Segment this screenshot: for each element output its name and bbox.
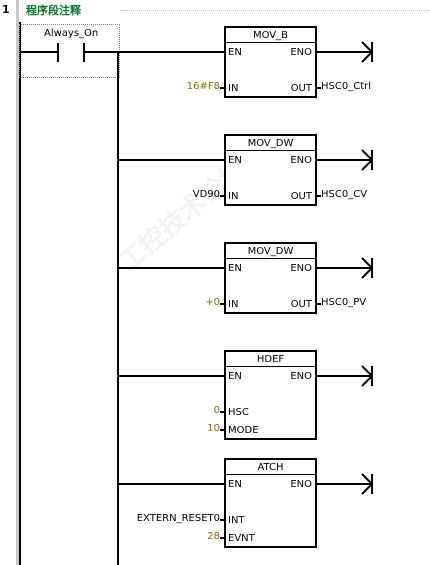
- box-title: MOV_DW: [247, 246, 294, 257]
- pin-en: EN: [228, 47, 242, 58]
- box-title-divider: [226, 258, 315, 259]
- input-value[interactable]: 0: [213, 405, 220, 416]
- pin-in2: MODE: [228, 425, 259, 436]
- input-stub: [220, 303, 224, 305]
- box-title-divider: [226, 150, 315, 151]
- pin-in: IN: [228, 83, 239, 94]
- box-title-divider: [226, 42, 315, 43]
- input-stub: [220, 195, 224, 197]
- pin-en: EN: [228, 155, 242, 166]
- output-value[interactable]: HSC0_Ctrl: [321, 81, 372, 92]
- output-value[interactable]: HSC0_CV: [321, 189, 368, 200]
- output-stub: [317, 195, 321, 197]
- comment-divider: [120, 10, 430, 11]
- instruction-box-mov-b[interactable]: MOV_B EN ENO IN OUT: [224, 26, 317, 98]
- eno-wire: [317, 267, 371, 269]
- input-stub: [220, 519, 224, 521]
- output-value[interactable]: HSC0_PV: [321, 297, 367, 308]
- instruction-box-atch[interactable]: ATCH EN ENO INT EVNT: [224, 458, 317, 548]
- pin-en: EN: [228, 371, 242, 382]
- pin-eno: ENO: [290, 155, 312, 166]
- pin-out: OUT: [290, 191, 312, 202]
- pin-en: EN: [228, 263, 242, 274]
- network-gutter: [16, 0, 19, 565]
- eno-output-arrow-icon: [361, 257, 374, 279]
- pin-eno: ENO: [290, 479, 312, 490]
- box-title: MOV_DW: [247, 138, 294, 149]
- eno-wire: [317, 483, 371, 485]
- pin-out: OUT: [290, 83, 312, 94]
- network-number: 1: [2, 3, 10, 16]
- pin-in: IN: [228, 191, 239, 202]
- input-value-2[interactable]: 28: [207, 531, 220, 542]
- instruction-box-mov-dw[interactable]: MOV_DW EN ENO IN OUT: [224, 134, 317, 206]
- pin-in2: EVNT: [228, 533, 255, 544]
- pin-in: IN: [228, 299, 239, 310]
- pin-in: INT: [228, 515, 245, 526]
- contact-label: Always_On: [44, 28, 99, 39]
- input-value[interactable]: VD90: [192, 189, 220, 200]
- input-stub: [220, 537, 224, 539]
- input-stub: [220, 87, 224, 89]
- pin-in: HSC: [228, 407, 249, 418]
- box-title: ATCH: [257, 462, 284, 473]
- input-value[interactable]: 16#F8: [186, 81, 220, 92]
- pin-eno: ENO: [290, 263, 312, 274]
- instruction-box-mov-dw[interactable]: MOV_DW EN ENO IN OUT: [224, 242, 317, 314]
- eno-output-arrow-icon: [361, 149, 374, 171]
- box-title-divider: [226, 366, 315, 367]
- box-title-divider: [226, 474, 315, 475]
- network-comment[interactable]: 程序段注释: [26, 4, 81, 17]
- power-rail: [19, 22, 21, 565]
- eno-wire: [317, 159, 371, 161]
- output-stub: [317, 87, 321, 89]
- box-title: MOV_B: [252, 30, 289, 41]
- eno-output-arrow-icon: [361, 365, 374, 387]
- input-value-2[interactable]: 10: [207, 423, 220, 434]
- eno-output-arrow-icon: [361, 473, 374, 495]
- pin-en: EN: [228, 479, 242, 490]
- pin-eno: ENO: [290, 47, 312, 58]
- pin-out: OUT: [290, 299, 312, 310]
- input-stub: [220, 429, 224, 431]
- input-stub: [220, 411, 224, 413]
- input-value[interactable]: +0: [205, 297, 220, 308]
- box-title: HDEF: [256, 354, 285, 365]
- eno-wire: [317, 375, 371, 377]
- eno-wire: [317, 51, 371, 53]
- input-value[interactable]: EXTERN_RESET0: [136, 513, 220, 524]
- pin-eno: ENO: [290, 371, 312, 382]
- instruction-box-hdef[interactable]: HDEF EN ENO HSC MODE: [224, 350, 317, 440]
- output-stub: [317, 303, 321, 305]
- eno-output-arrow-icon: [361, 41, 374, 63]
